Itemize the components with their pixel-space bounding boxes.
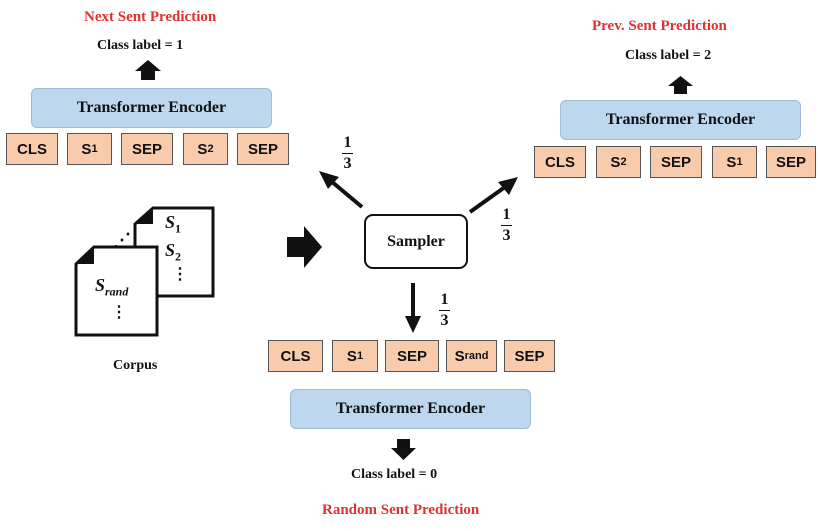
next-token-sep: SEP	[121, 133, 173, 165]
random-token-sep: SEP	[504, 340, 555, 372]
ellipsis-vertical-icon: ⋮	[172, 266, 188, 283]
sampler-to-prev-arrow	[468, 185, 507, 214]
arrowhead-icon	[405, 316, 421, 333]
sampler-box: Sampler	[364, 214, 468, 269]
doc-sentence-rand: Srand	[95, 275, 129, 299]
random-token-cls: CLS	[268, 340, 323, 372]
random-sent-prediction-title: Random Sent Prediction	[322, 502, 480, 518]
random-transformer-encoder: Transformer Encoder	[290, 389, 531, 429]
arrowhead-icon	[319, 171, 339, 189]
arrowhead-icon	[498, 177, 518, 195]
random-class-label: Class label = 0	[351, 467, 438, 482]
block-arrow-icon	[287, 226, 322, 268]
down-arrow-icon	[391, 439, 416, 460]
up-arrow-icon	[135, 60, 161, 80]
next-transformer-encoder: Transformer Encoder	[31, 88, 272, 128]
prev-class-label: Class label = 2	[625, 48, 712, 63]
sampler-to-next-arrow	[329, 179, 364, 209]
doc-sentence-1: S1	[165, 212, 182, 236]
prev-token-sep: SEP	[766, 146, 816, 178]
next-class-label: Class label = 1	[97, 38, 184, 53]
next-sent-prediction-title: Next Sent Prediction	[84, 9, 217, 25]
next-token-sep: SEP	[237, 133, 289, 165]
doc-sentence-2: S2	[165, 240, 182, 264]
random-token-sep: SEP	[385, 340, 439, 372]
up-arrow-icon	[668, 76, 693, 94]
prev-token-cls: CLS	[534, 146, 586, 178]
ellipsis-diagonal-icon: ⋰	[113, 230, 131, 250]
prev-token-sep: SEP	[650, 146, 702, 178]
next-token-cls: CLS	[6, 133, 58, 165]
ellipsis-vertical-icon: ⋮	[111, 304, 127, 321]
corpus-label: Corpus	[113, 358, 158, 373]
prev-transformer-encoder: Transformer Encoder	[560, 100, 801, 140]
corpus-front-document	[74, 245, 159, 337]
prev-sent-prediction-title: Prev. Sent Prediction	[592, 18, 727, 34]
